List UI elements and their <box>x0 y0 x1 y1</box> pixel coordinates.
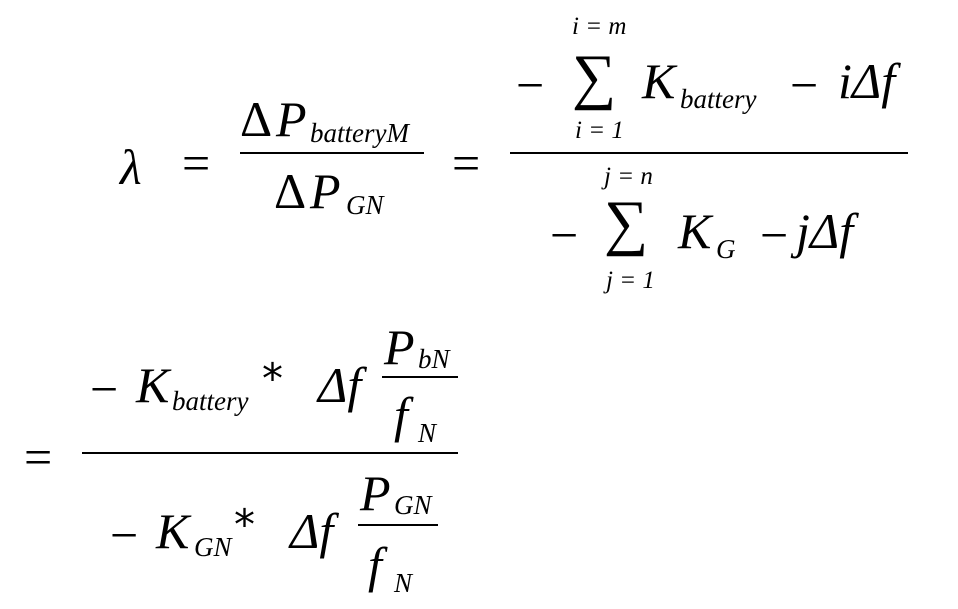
delta-symbol-den-1: Δ <box>274 163 307 219</box>
minus-sign-den-2: − <box>550 207 579 263</box>
minus-sign-den-3: − <box>110 507 139 563</box>
subscript-GN-3: GN <box>394 490 432 520</box>
summation-symbol-i: ∑ <box>572 43 617 111</box>
asterisk-den-3: * <box>234 500 255 549</box>
j-delta-f: jΔf <box>796 203 854 259</box>
minus-sign-num-2b: − <box>790 57 819 113</box>
subscript-N-1: N <box>418 418 437 448</box>
minus-sign-num-2: − <box>516 57 545 113</box>
i-delta-f: iΔf <box>838 53 896 109</box>
f-symbol-1: f <box>394 387 408 443</box>
k-symbol-num-2: K <box>642 53 676 109</box>
equals-sign-2: = <box>452 135 481 191</box>
subscript-bN: bN <box>418 344 450 374</box>
f-symbol-2: f <box>368 537 382 593</box>
nested-fraction-bar-2 <box>358 524 438 526</box>
equals-sign-1: = <box>182 135 211 191</box>
nested-fraction-bar-1 <box>382 376 458 378</box>
subscript-N-2: N <box>394 568 413 598</box>
sum-upper-limit-i: i = m <box>572 13 627 40</box>
sum-lower-limit-i: i = 1 <box>575 117 624 144</box>
subscript-battery-2: battery <box>172 386 249 416</box>
sum-lower-limit-j: j = 1 <box>606 267 655 294</box>
k-symbol-den-2: K <box>678 203 712 259</box>
power-symbol-GN: P <box>360 465 391 521</box>
fraction-bar-3 <box>82 452 458 454</box>
summation-symbol-j: ∑ <box>604 189 649 257</box>
sum-upper-limit-j: j = n <box>604 163 653 190</box>
asterisk-num-3: * <box>262 354 283 403</box>
k-symbol-den-3: K <box>156 503 190 559</box>
power-symbol-num-1: P <box>276 91 307 147</box>
fraction-bar-2 <box>510 152 908 154</box>
power-symbol-bN: P <box>384 319 415 375</box>
equals-sign-3: = <box>24 429 53 485</box>
fraction-bar-1 <box>240 152 424 154</box>
subscript-batteryM: batteryM <box>310 118 409 148</box>
minus-sign-den-2b: − <box>760 207 789 263</box>
delta-f-num-3: Δf <box>318 357 362 413</box>
subscript-GN-2: GN <box>194 532 232 562</box>
delta-f-den-3: Δf <box>290 503 334 559</box>
minus-sign-num-3: − <box>90 361 119 417</box>
lambda-symbol: λ <box>120 139 142 195</box>
delta-symbol-num-1: Δ <box>240 91 273 147</box>
subscript-GN-1: GN <box>346 190 384 220</box>
subscript-G: G <box>716 234 736 264</box>
k-symbol-num-3: K <box>136 357 170 413</box>
power-symbol-den-1: P <box>310 163 341 219</box>
subscript-battery-1: battery <box>680 84 757 114</box>
